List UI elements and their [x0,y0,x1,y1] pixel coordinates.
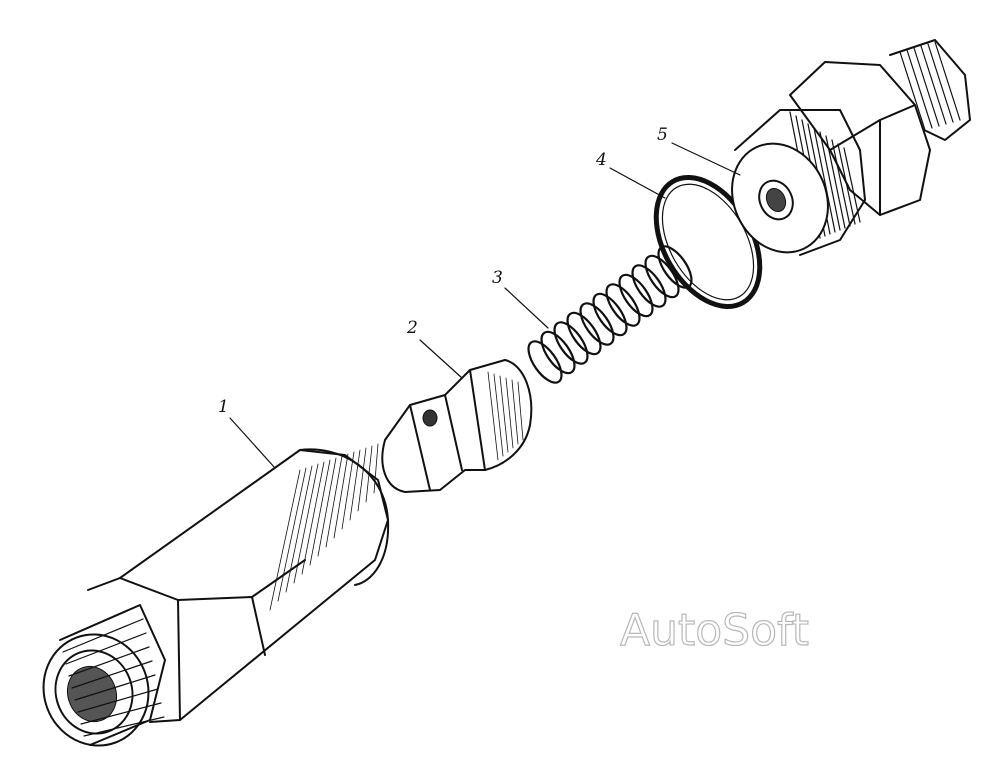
callout-1: 1 [218,397,229,417]
leader-line-3 [504,287,549,329]
callout-3: 3 [492,268,503,288]
leader-line-1 [229,417,276,469]
leader-line-4 [609,167,666,199]
part-3-spring [527,245,693,384]
leader-line-5 [671,142,741,176]
leader-lines [229,142,741,469]
leader-line-2 [419,339,463,379]
callout-2: 2 [406,318,418,338]
callout-5: 5 [657,125,668,145]
part-5-fitting [731,39,971,256]
callout-4: 4 [595,150,607,170]
part-1-valve-body [42,443,390,747]
watermark-text: AutoSoft [620,605,809,656]
part-2-valve [381,359,533,493]
